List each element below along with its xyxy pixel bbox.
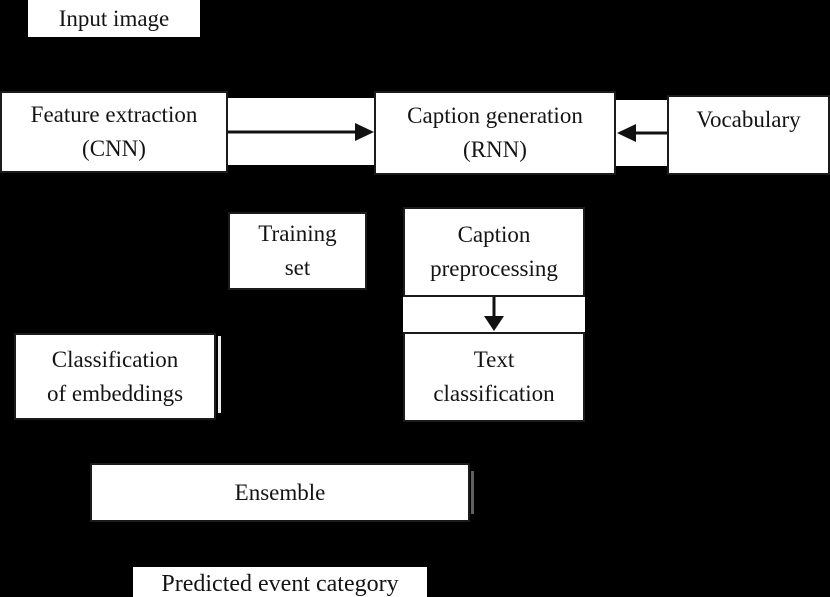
node-classification-of-embeddings: Classification of embeddings — [14, 333, 216, 420]
edge-feature-extraction-to-caption-generation — [228, 98, 374, 165]
box-shadow-artifact — [218, 336, 221, 413]
node-input-image: Input image — [28, 0, 200, 37]
node-training-set-label: Training set — [258, 221, 337, 280]
node-caption-generation-label: Caption generation (RNN) — [407, 103, 583, 162]
down-arrow-icon — [484, 297, 504, 331]
node-vocabulary-label: Vocabulary — [696, 107, 801, 132]
node-vocabulary: Vocabulary — [667, 95, 830, 175]
node-classification-of-embeddings-label: Classification of embeddings — [46, 346, 184, 406]
node-ensemble-label: Ensemble — [234, 479, 326, 505]
node-ensemble: Ensemble — [90, 463, 470, 522]
node-caption-preprocessing: Caption preprocessing — [403, 207, 585, 297]
node-caption-generation: Caption generation (RNN) — [374, 91, 616, 175]
edge-caption-preprocessing-to-text-classification — [403, 297, 585, 332]
node-predicted-event-category: Predicted event category — [133, 567, 427, 597]
left-arrow-icon — [617, 124, 667, 142]
node-feature-extraction-label: Feature extraction (CNN) — [30, 102, 198, 161]
node-text-classification: Text classification — [403, 332, 585, 422]
right-arrow-icon — [228, 123, 374, 141]
node-feature-extraction: Feature extraction (CNN) — [0, 91, 228, 173]
edge-vocabulary-to-caption-generation — [616, 100, 667, 166]
node-predicted-event-category-label: Predicted event category — [161, 571, 399, 597]
box-shadow-artifact — [471, 471, 474, 514]
node-caption-preprocessing-label: Caption preprocessing — [430, 222, 558, 281]
node-text-classification-label: Text classification — [433, 347, 555, 406]
node-training-set: Training set — [228, 212, 367, 290]
node-input-image-label: Input image — [58, 5, 170, 31]
